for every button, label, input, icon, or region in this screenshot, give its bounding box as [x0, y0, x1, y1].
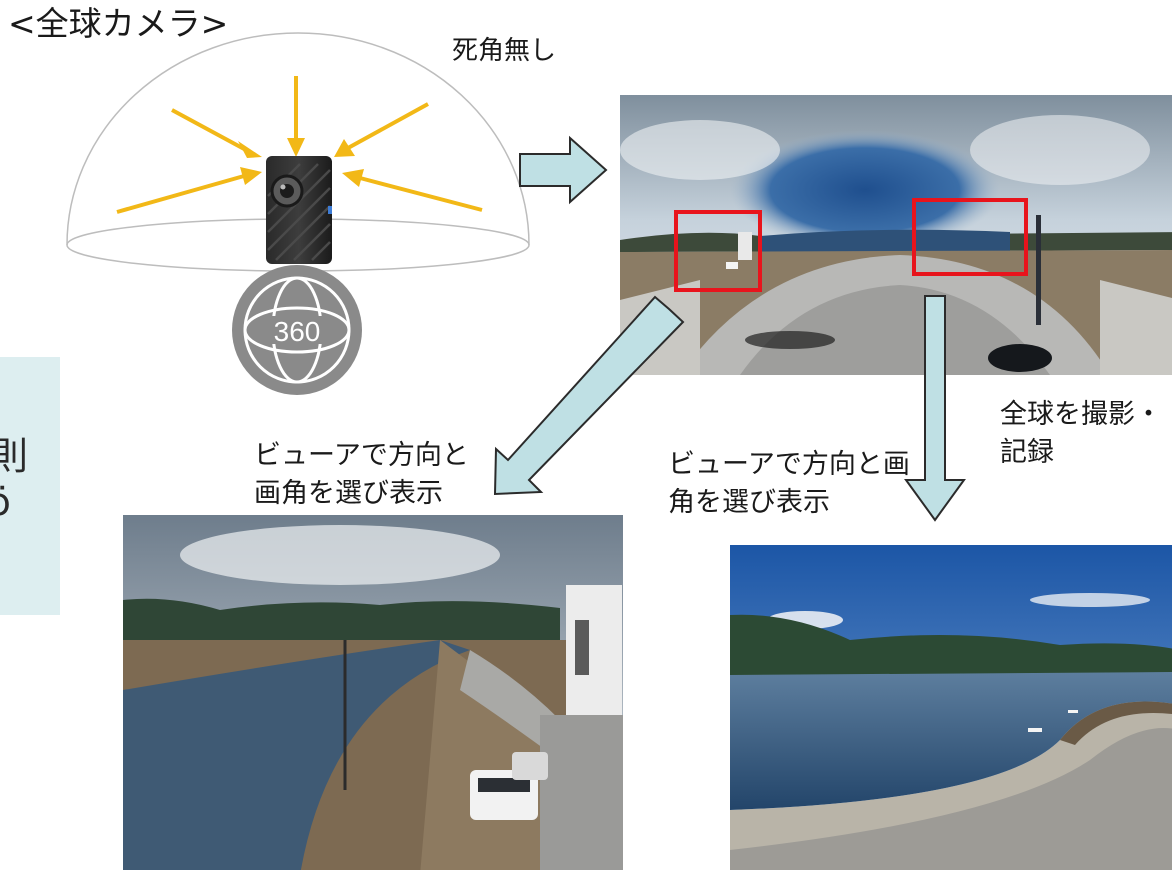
360-badge-text: 360 — [274, 316, 321, 347]
full-caption-line-1: 全球を撮影・ — [1000, 399, 1162, 430]
left-caption-line-1: ビューアで方向と — [254, 440, 469, 471]
page-title: <全球カメラ> — [8, 4, 229, 43]
left-viewer-caption: ビューアで方向と 画角を選び表示 — [254, 437, 469, 513]
highlight-box-left — [674, 210, 762, 292]
highlight-box-right — [912, 198, 1028, 276]
left-view-image — [123, 515, 623, 870]
panorama-image — [620, 95, 1172, 375]
ray-arrow-upper-left — [171, 108, 262, 158]
360-badge-icon: 360 — [232, 265, 362, 395]
side-panel-text: 則 ɔ̈ — [0, 433, 28, 525]
ray-arrow-top — [287, 76, 305, 157]
right-caption-line-1: ビューアで方向と画 — [668, 449, 910, 480]
side-panel-line-1: 則 — [0, 434, 29, 478]
arrow-to-panorama — [519, 135, 608, 205]
no-blind-spot-label: 死角無し — [452, 36, 557, 66]
ray-arrow-lower-right — [342, 169, 483, 212]
ray-arrows — [116, 76, 483, 214]
hemisphere-dome — [66, 32, 530, 246]
right-viewer-caption: ビューアで方向と画 角を選び表示 — [668, 446, 910, 522]
arrow-to-right-view — [904, 295, 966, 522]
hemisphere-diagram: 360 — [66, 32, 530, 395]
right-caption-line-2: 角を選び表示 — [668, 487, 830, 518]
full-caption-line-2: 記録 — [1000, 437, 1054, 468]
side-panel: 則 ɔ̈ — [0, 357, 60, 615]
left-caption-line-2: 画角を選び表示 — [254, 478, 443, 509]
ray-arrow-lower-left — [116, 167, 262, 214]
camera-device — [266, 156, 332, 264]
right-view-image — [730, 545, 1172, 870]
ray-arrow-upper-right — [334, 102, 429, 157]
arrow-to-left-view — [493, 295, 685, 496]
side-panel-line-2: ɔ̈ — [0, 480, 11, 524]
full-sphere-caption: 全球を撮影・ 記録 — [1000, 396, 1162, 472]
